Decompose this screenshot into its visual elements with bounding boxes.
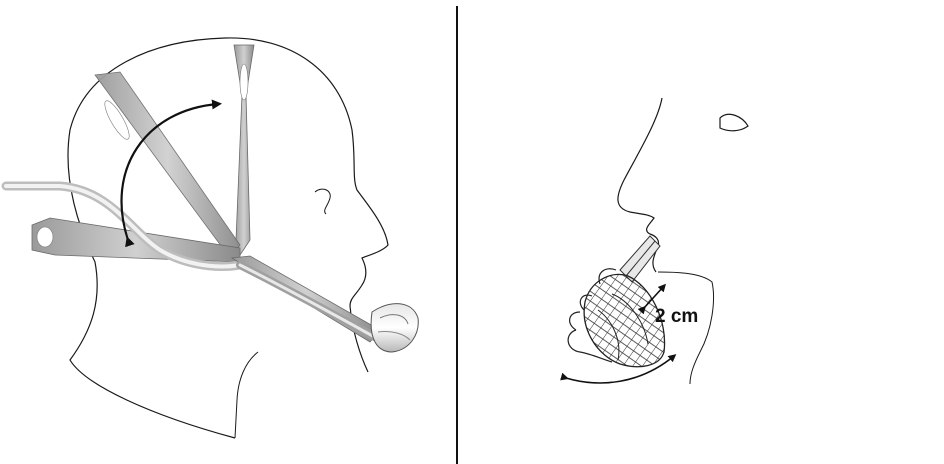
ear — [315, 189, 330, 214]
mouth-device — [568, 269, 664, 367]
right-panel: 2 cm — [566, 98, 748, 384]
jaw-line — [658, 272, 714, 384]
strap-hole-top — [240, 64, 248, 100]
neck-line — [235, 352, 258, 438]
distance-label: 2 cm — [655, 306, 698, 327]
eye — [720, 114, 748, 130]
chin-tube-highlight — [240, 265, 380, 340]
strap-hole-horizontal — [37, 227, 53, 247]
chin-device — [371, 304, 418, 352]
left-panel — [6, 38, 418, 438]
